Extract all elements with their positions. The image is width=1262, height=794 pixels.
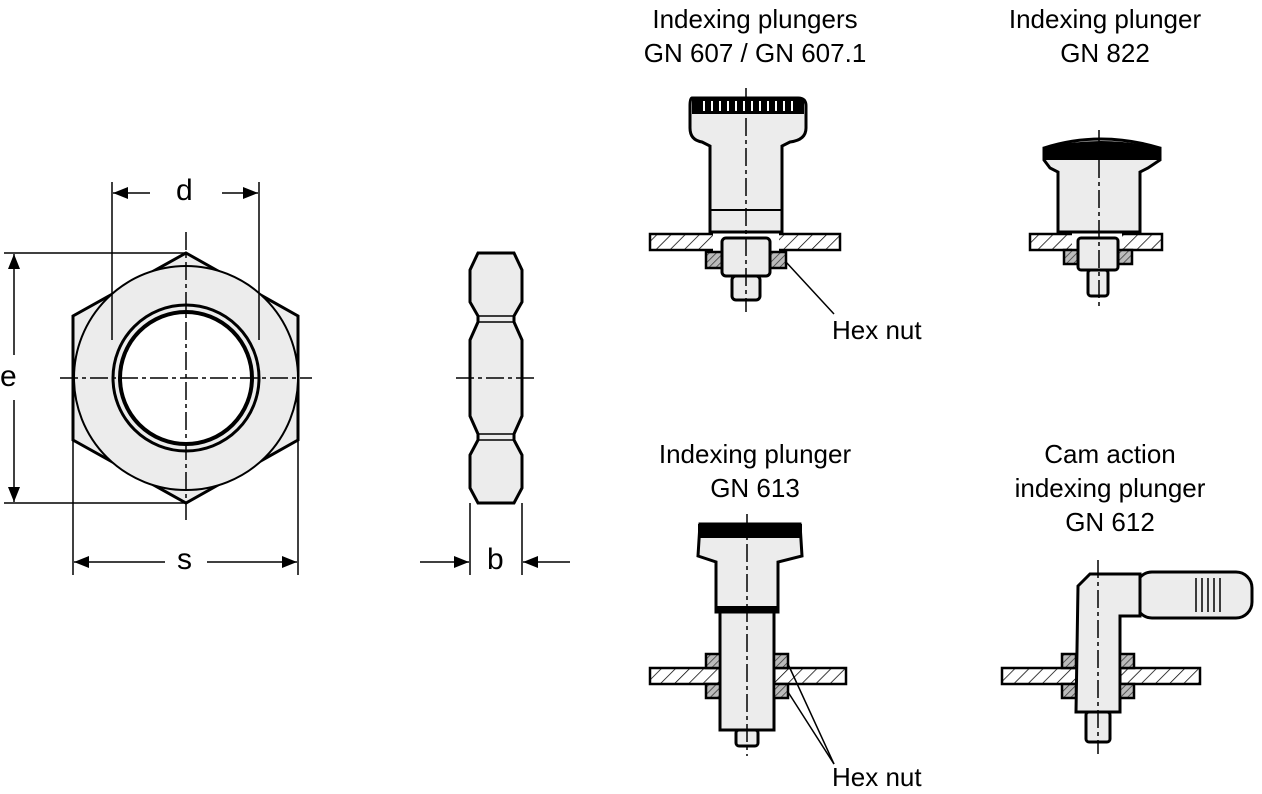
title-line: Cam action bbox=[1044, 439, 1176, 469]
title-line: GN 613 bbox=[710, 473, 800, 503]
hex-nut-side-view bbox=[420, 251, 570, 575]
dimension-label-e: e bbox=[0, 360, 17, 393]
title-line: GN 612 bbox=[1065, 507, 1155, 537]
hex-nut-front-view bbox=[4, 182, 312, 575]
dimension-label-b: b bbox=[487, 543, 504, 576]
gn613-title: Indexing plunger GN 613 bbox=[620, 437, 890, 505]
title-line: indexing plunger bbox=[1014, 473, 1206, 503]
dimension-label-s: s bbox=[177, 543, 192, 576]
title-line: GN 822 bbox=[1060, 38, 1150, 68]
title-line: Indexing plungers bbox=[652, 4, 858, 34]
gn822-title: Indexing plunger GN 822 bbox=[970, 2, 1240, 70]
gn613-plunger-drawing bbox=[648, 514, 848, 765]
gn612-plunger-drawing bbox=[1000, 560, 1254, 754]
gn607-plunger-drawing bbox=[648, 88, 842, 315]
gn822-plunger-drawing bbox=[1028, 130, 1164, 306]
dimension-label-d: d bbox=[176, 174, 193, 207]
gn607-title: Indexing plungers GN 607 / GN 607.1 bbox=[610, 2, 900, 70]
title-line: GN 607 / GN 607.1 bbox=[643, 38, 867, 68]
hex-nut-callout-bottom: Hex nut bbox=[832, 762, 922, 792]
hex-nut-callout-top: Hex nut bbox=[832, 315, 922, 345]
title-line: Indexing plunger bbox=[658, 439, 852, 469]
gn612-title: Cam action indexing plunger GN 612 bbox=[975, 437, 1245, 539]
title-line: Indexing plunger bbox=[1008, 4, 1202, 34]
